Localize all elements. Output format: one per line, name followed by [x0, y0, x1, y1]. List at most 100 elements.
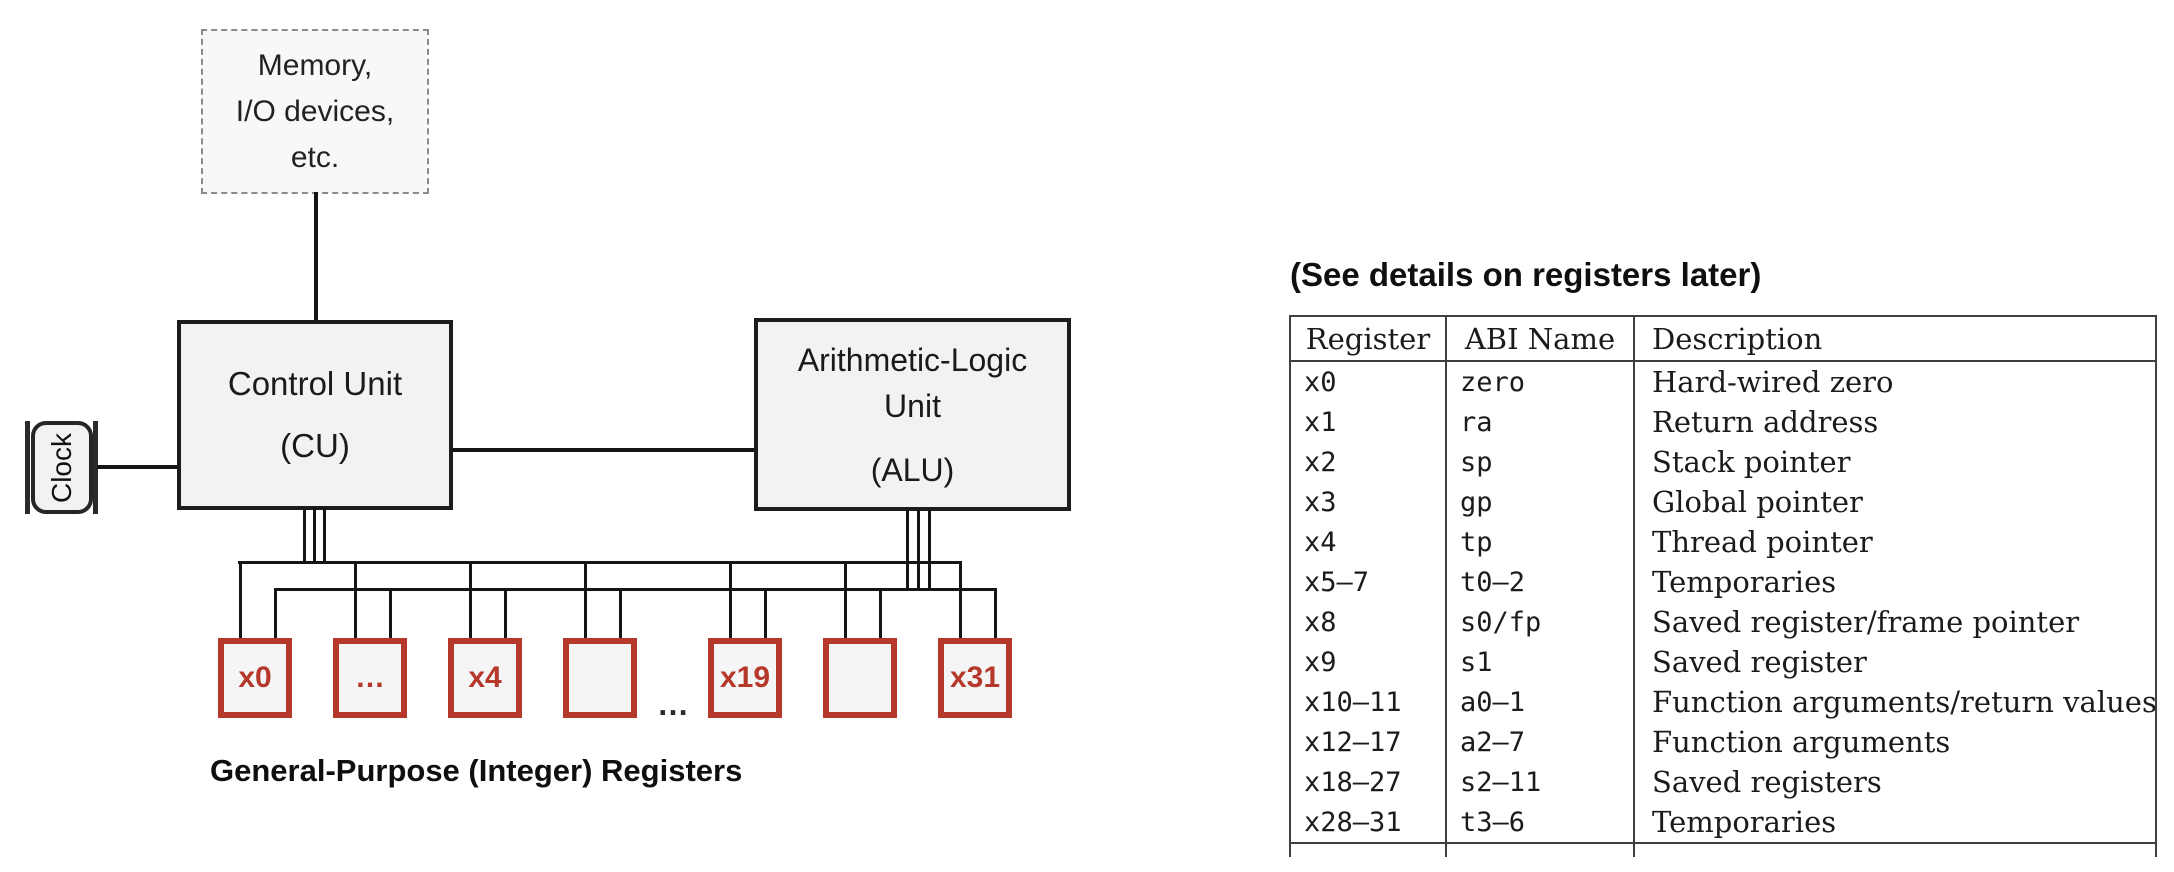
alu-box: Arithmetic-Logic Unit (ALU) — [754, 318, 1071, 511]
cell-description: Saved register/frame pointer — [1633, 602, 2155, 642]
registers-caption: General-Purpose (Integer) Registers — [210, 753, 743, 788]
cell-register: x12–17 — [1304, 726, 1402, 758]
registers-gap-ellipsis: … — [657, 686, 689, 722]
cell-register: x8 — [1304, 606, 1337, 638]
cell-description: Stack pointer — [1633, 442, 2155, 482]
column-header-register: Register — [1305, 321, 1431, 356]
cell-abi-name: s0/fp — [1445, 602, 1633, 642]
cell-description: Thread pointer — [1633, 522, 2155, 562]
cell-description: Return address — [1633, 402, 2155, 442]
cell-register: x3 — [1304, 486, 1337, 518]
table-row: x0 zero Hard-wired zero — [1291, 362, 2155, 402]
register-drop-line — [469, 561, 472, 639]
cell-abi-name: s1 — [1445, 642, 1633, 682]
control-unit-label: Control Unit — [227, 365, 403, 402]
control-unit-abbrev: (CU) — [280, 427, 350, 464]
table-row: x3 gp Global pointer — [1291, 482, 2155, 522]
register-drop-line — [764, 588, 767, 639]
register-drop-line — [274, 588, 277, 639]
column-header-abi-name: ABI Name — [1445, 317, 1633, 360]
cell-abi-name: gp — [1445, 482, 1633, 522]
register-table-title: (See details on registers later) — [1290, 256, 1762, 293]
clock-label: Clock — [46, 432, 78, 503]
register-label: … — [355, 661, 385, 694]
cell-description: Saved register — [1633, 642, 2155, 682]
cell-register: x5–7 — [1304, 566, 1370, 598]
cell-description: Temporaries — [1633, 562, 2155, 602]
register-drop-line — [879, 588, 882, 639]
cell-description: Saved registers — [1633, 762, 2155, 802]
register-drop-line — [619, 588, 622, 639]
register-box-x31: x31 — [938, 638, 1012, 718]
clock-left-bar — [25, 421, 30, 514]
cell-register: x9 — [1304, 646, 1337, 678]
register-label: x0 — [238, 661, 272, 694]
register-box-ellipsis: … — [333, 638, 407, 718]
register-box-blank — [823, 638, 897, 718]
memory-box-line: Memory, — [257, 48, 373, 82]
table-row: x2 sp Stack pointer — [1291, 442, 2155, 482]
register-table-header-row: Register ABI Name Description — [1291, 317, 2155, 362]
register-label: x31 — [949, 661, 1001, 694]
alu-label: Arithmetic-Logic — [797, 341, 1028, 378]
register-drop-line — [994, 588, 997, 639]
cell-description: Hard-wired zero — [1633, 362, 2155, 402]
cell-register: x0 — [1304, 366, 1337, 398]
register-drop-line — [844, 561, 847, 639]
upper-bus-line — [238, 561, 962, 564]
cell-register: x4 — [1304, 526, 1337, 558]
register-box-blank — [563, 638, 637, 718]
alu-bus-line — [917, 509, 920, 591]
cell-abi-name: t3–6 — [1445, 802, 1633, 842]
cell-abi-name: a2–7 — [1445, 722, 1633, 762]
cell-abi-name: sp — [1445, 442, 1633, 482]
table-row: x10–11 a0–1 Function arguments/return va… — [1291, 682, 2155, 722]
cell-description: Temporaries — [1633, 802, 2155, 842]
cell-description: Global pointer — [1633, 482, 2155, 522]
cell-register: x18–27 — [1304, 766, 1402, 798]
cu-bus-line — [313, 508, 316, 564]
cell-register: x28–31 — [1304, 806, 1402, 838]
cell-register: x2 — [1304, 446, 1337, 478]
clock-right-bar — [93, 421, 98, 514]
table-row: x28–31 t3–6 Temporaries — [1291, 802, 2155, 842]
table-row: x18–27 s2–11 Saved registers — [1291, 762, 2155, 802]
clock-node: Clock — [31, 421, 93, 514]
register-drop-line — [239, 561, 242, 639]
cu-to-alu-connector — [451, 448, 755, 452]
clock-to-cu-connector — [97, 465, 178, 469]
memory-io-box: Memory, I/O devices, etc. — [201, 29, 429, 194]
register-box-x4: x4 — [448, 638, 522, 718]
column-header-description: Description — [1633, 317, 2155, 360]
cell-abi-name: s2–11 — [1445, 762, 1633, 802]
table-row: x5–7 t0–2 Temporaries — [1291, 562, 2155, 602]
register-label: x19 — [719, 661, 771, 694]
register-box-x0: x0 — [218, 638, 292, 718]
table-row: x12–17 a2–7 Function arguments — [1291, 722, 2155, 762]
register-box-x19: x19 — [708, 638, 782, 718]
cell-register: x10–11 — [1304, 686, 1402, 718]
cell-description: Function arguments/return values — [1633, 682, 2155, 722]
memory-to-cu-connector — [314, 192, 318, 322]
register-drop-line — [389, 588, 392, 639]
memory-box-line: I/O devices, — [235, 94, 395, 128]
alu-bus-line — [906, 509, 909, 591]
register-drop-line — [729, 561, 732, 639]
cell-register: x1 — [1304, 406, 1337, 438]
cell-abi-name: tp — [1445, 522, 1633, 562]
cell-abi-name: zero — [1445, 362, 1633, 402]
table-row: x4 tp Thread pointer — [1291, 522, 2155, 562]
register-drop-line — [504, 588, 507, 639]
register-drop-line — [354, 561, 357, 639]
alu-bus-line — [928, 509, 931, 591]
alu-abbrev: (ALU) — [870, 451, 955, 488]
register-drop-line — [959, 561, 962, 639]
register-table: Register ABI Name Description x0 zero Ha… — [1289, 315, 2157, 857]
cell-abi-name: ra — [1445, 402, 1633, 442]
table-cutoff-stub — [1291, 844, 2155, 857]
alu-label: Unit — [884, 387, 941, 424]
cell-description: Function arguments — [1633, 722, 2155, 762]
cell-abi-name: t0–2 — [1445, 562, 1633, 602]
register-table-body: x0 zero Hard-wired zero x1 ra Return add… — [1291, 362, 2155, 844]
